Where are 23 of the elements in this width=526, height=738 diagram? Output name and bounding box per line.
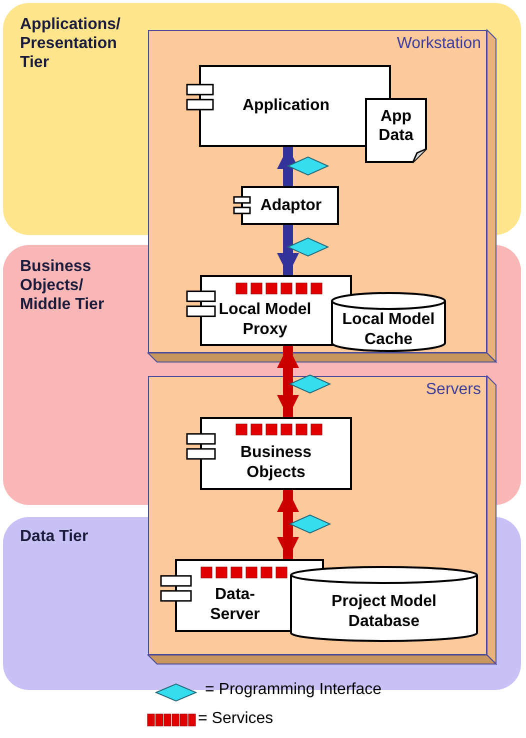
node-label: Local Model Proxy bbox=[218, 300, 312, 339]
node-label: App Data bbox=[378, 106, 414, 146]
node-label: Business Objects bbox=[239, 443, 313, 482]
node-label: Local Model Cache bbox=[341, 310, 436, 349]
component-box bbox=[186, 417, 352, 490]
legend-label: = Services bbox=[198, 710, 274, 728]
node-label: Data-Server bbox=[209, 585, 261, 624]
arrow bbox=[277, 225, 299, 275]
node-label: Adaptor bbox=[260, 196, 322, 216]
double-arrow bbox=[277, 490, 299, 559]
database-cylinder bbox=[331, 292, 446, 352]
node-label: Project Model Database bbox=[330, 592, 438, 631]
tier-label: Business Objects/ Middle Tier bbox=[20, 257, 106, 315]
legend-label: = Programming Interface bbox=[205, 681, 382, 699]
container-label: Workstation bbox=[396, 34, 481, 54]
database-cylinder bbox=[290, 566, 478, 642]
document-shape bbox=[365, 98, 427, 163]
tier-label: Data Tier bbox=[20, 527, 88, 546]
node-label: Application bbox=[242, 96, 330, 116]
double-arrow bbox=[277, 346, 299, 417]
container-label: Servers bbox=[426, 380, 481, 400]
component-box bbox=[233, 186, 339, 225]
tier-label: Applications/ Presentation Tier bbox=[20, 15, 122, 73]
